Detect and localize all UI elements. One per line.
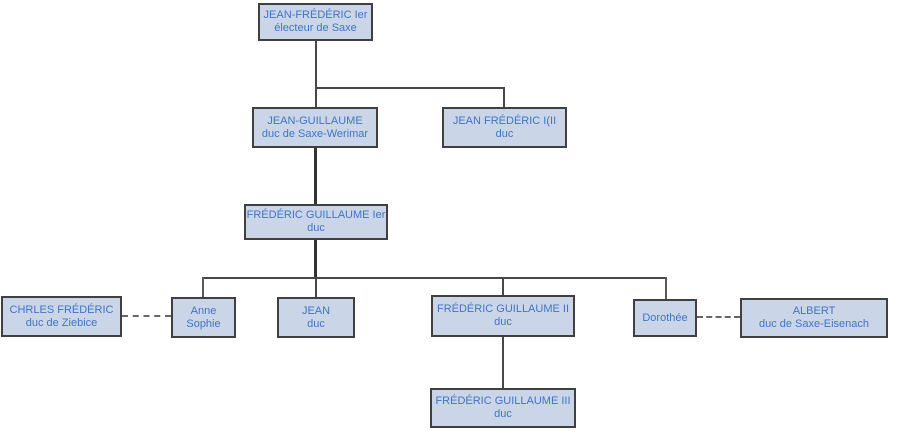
node-box[interactable]: FRÉDÉRIC GUILLAUME III duc bbox=[430, 388, 576, 428]
node-jean-frederic-ier: JEAN-FRÉDÉRIC Ier électeur de Saxe bbox=[258, 3, 385, 53]
person-name: FRÉDÉRIC GUILLAUME III bbox=[435, 395, 571, 407]
person-title: duc de Saxe-Eisenach bbox=[758, 318, 870, 330]
person-name: JEAN FRÉDÉRIC I(II bbox=[452, 114, 557, 127]
connector-row4-horizontal bbox=[202, 277, 667, 279]
person-name: JEAN-FRÉDÉRIC Ier bbox=[263, 9, 368, 21]
connector-fg1-down bbox=[314, 239, 317, 278]
connector-fg2-fg3 bbox=[502, 336, 504, 389]
person-title: duc bbox=[307, 222, 325, 234]
node-anne-sophie: Anne Sophie bbox=[171, 297, 236, 338]
marriage-line-cf-as bbox=[122, 315, 171, 317]
person-name: ALBERT bbox=[792, 305, 836, 317]
person-title: duc bbox=[494, 408, 512, 420]
node-box[interactable]: Dorothée bbox=[633, 299, 697, 337]
connector-jg-drop bbox=[315, 87, 317, 108]
node-frederic-guillaume-iii: FRÉDÉRIC GUILLAUME III duc bbox=[430, 388, 588, 440]
node-box[interactable]: JEAN-GUILLAUME duc de Saxe-Werimar bbox=[252, 107, 378, 148]
person-title: Sophie bbox=[186, 317, 221, 330]
person-name: JEAN-GUILLAUME bbox=[267, 114, 363, 127]
connector-jean-drop bbox=[315, 277, 317, 298]
node-box[interactable]: Anne Sophie bbox=[171, 297, 236, 338]
node-jean-guillaume: JEAN-GUILLAUME duc de Saxe-Werimar bbox=[252, 107, 390, 160]
node-charles-frederic: CHRLES FRÉDÉRIC duc de Ziebice bbox=[1, 296, 134, 349]
person-title: duc de Ziebice bbox=[25, 316, 98, 329]
person-title: duc de Saxe-Werimar bbox=[261, 127, 369, 140]
person-title: duc bbox=[494, 316, 512, 328]
node-jean: JEAN duc bbox=[277, 297, 367, 350]
node-box[interactable]: CHRLES FRÉDÉRIC duc de Ziebice bbox=[1, 296, 122, 337]
marriage-line-dor-alb bbox=[697, 316, 740, 318]
person-name: FRÉDÉRIC GUILLAUME II bbox=[436, 303, 570, 315]
node-box[interactable]: ALBERT duc de Saxe-Eisenach bbox=[740, 298, 888, 338]
connector-as-drop bbox=[202, 277, 204, 298]
person-name: Anne bbox=[190, 304, 217, 317]
node-box[interactable]: JEAN duc bbox=[277, 297, 355, 338]
person-title: duc bbox=[307, 317, 325, 330]
person-name: FRÉDÉRIC GUILLAUME Ier bbox=[246, 209, 386, 221]
node-box[interactable]: JEAN FRÉDÉRIC I(II duc bbox=[442, 107, 567, 148]
node-dorothee: Dorothée bbox=[633, 299, 697, 337]
connector-jf1-down bbox=[315, 41, 317, 88]
node-jean-frederic-ii: JEAN FRÉDÉRIC I(II duc bbox=[442, 107, 579, 160]
person-name: CHRLES FRÉDÉRIC bbox=[9, 303, 114, 316]
node-frederic-guillaume-ier: FRÉDÉRIC GUILLAUME Ier duc bbox=[244, 204, 400, 252]
person-name: JEAN bbox=[301, 304, 331, 317]
connector-jg-fg1 bbox=[314, 147, 317, 206]
connector-jf2-drop bbox=[503, 87, 505, 108]
connector-dor-drop bbox=[665, 277, 667, 300]
node-box[interactable]: FRÉDÉRIC GUILLAUME II duc bbox=[431, 295, 575, 337]
person-title: duc bbox=[495, 127, 514, 140]
connector-fg2-drop bbox=[502, 277, 504, 296]
node-box[interactable]: JEAN-FRÉDÉRIC Ier électeur de Saxe bbox=[258, 3, 373, 41]
node-box[interactable]: FRÉDÉRIC GUILLAUME Ier duc bbox=[244, 204, 388, 240]
node-albert: ALBERT duc de Saxe-Eisenach bbox=[740, 298, 899, 350]
node-frederic-guillaume-ii: FRÉDÉRIC GUILLAUME II duc bbox=[431, 295, 587, 349]
person-title: électeur de Saxe bbox=[274, 22, 357, 34]
person-name: Dorothée bbox=[642, 311, 688, 324]
connector-row2-horizontal bbox=[315, 87, 505, 89]
